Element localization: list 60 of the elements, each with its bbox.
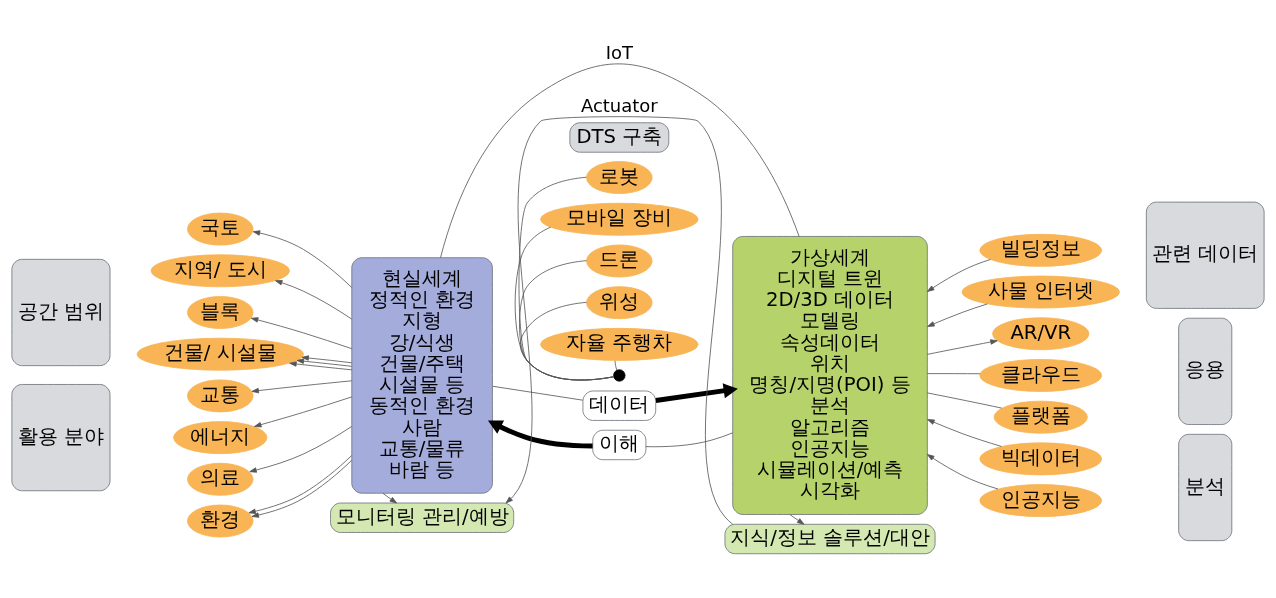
node-circle: [613, 369, 626, 382]
node-ellipse: 의료: [187, 462, 254, 496]
edge-label: IoT: [605, 41, 633, 63]
node-ellipse: 플랫폼: [993, 400, 1088, 434]
arrow: [927, 454, 999, 490]
node-box: 지식/정보 솔루션/대안: [724, 523, 936, 555]
connector: [520, 301, 614, 381]
arrow: [927, 339, 998, 355]
node-box: 응용: [1178, 317, 1233, 425]
node-box: 모니터링 관리/예방: [330, 502, 515, 533]
connector: [519, 260, 614, 381]
node-box: DTS 구축: [569, 122, 670, 153]
connector: [927, 373, 981, 375]
node-ellipse: 드론: [586, 244, 653, 278]
arrow: [296, 358, 353, 367]
arrow: [252, 230, 353, 288]
node-box: 공간 범위: [11, 258, 111, 367]
arrow: [927, 419, 1002, 447]
node-box: 관련 데이터: [1145, 201, 1265, 309]
node-ellipse: 빌딩정보: [979, 233, 1103, 267]
node-ellipse: 인공지능: [979, 484, 1103, 517]
edge-label: Actuator: [580, 94, 658, 116]
arrow: [487, 420, 593, 449]
node-ellipse: 교통: [187, 379, 254, 413]
connector: [492, 385, 584, 401]
connector: [514, 226, 614, 381]
node-box: 이해: [592, 429, 647, 461]
node-ellipse: 클라우드: [979, 359, 1103, 392]
node-ellipse: 위성: [586, 286, 653, 320]
connector: [927, 392, 1003, 409]
node-ellipse: 모바일 장비: [540, 202, 699, 236]
connector: [518, 176, 614, 381]
connector: [614, 360, 618, 371]
node-ellipse: 빅데이터: [979, 442, 1103, 476]
arrow: [301, 355, 353, 364]
connector: [645, 432, 734, 448]
arrow: [249, 426, 353, 473]
arrow: [927, 303, 988, 327]
node-box: 가상세계 디지털 트윈 2D/3D 데이터 모델링 속성데이터 위치 명칭/지명(POI) 등 분석 알고리즘 인공지능 시뮬레이션/예측 시각화: [732, 236, 928, 515]
arrow: [927, 259, 991, 292]
node-ellipse: 국토: [187, 212, 254, 246]
node-ellipse: 블록: [187, 296, 254, 329]
node-ellipse: 환경: [187, 504, 254, 538]
connector: [440, 63, 800, 259]
node-box: 분석: [1178, 433, 1233, 542]
node-box: 데이터: [582, 390, 657, 421]
arrow: [382, 492, 398, 504]
node-box: 활용 분야: [11, 384, 111, 492]
arrow: [789, 514, 805, 525]
arrow: [289, 361, 353, 371]
node-ellipse: 사물 인터넷: [961, 275, 1120, 309]
node-box: 현실세계 정적인 환경 지형 강/식생 건물/주택 시설물 등 동적인 환경 사람 교통/물류 바람 등: [351, 257, 493, 494]
arrow: [275, 280, 353, 320]
arrow: [505, 116, 734, 525]
arrow: [250, 317, 353, 350]
arrow: [251, 380, 352, 394]
node-ellipse: 로봇: [586, 161, 653, 194]
node-ellipse: 자율 주행차: [540, 327, 699, 361]
arrow: [655, 383, 738, 403]
arrow: [254, 396, 353, 428]
